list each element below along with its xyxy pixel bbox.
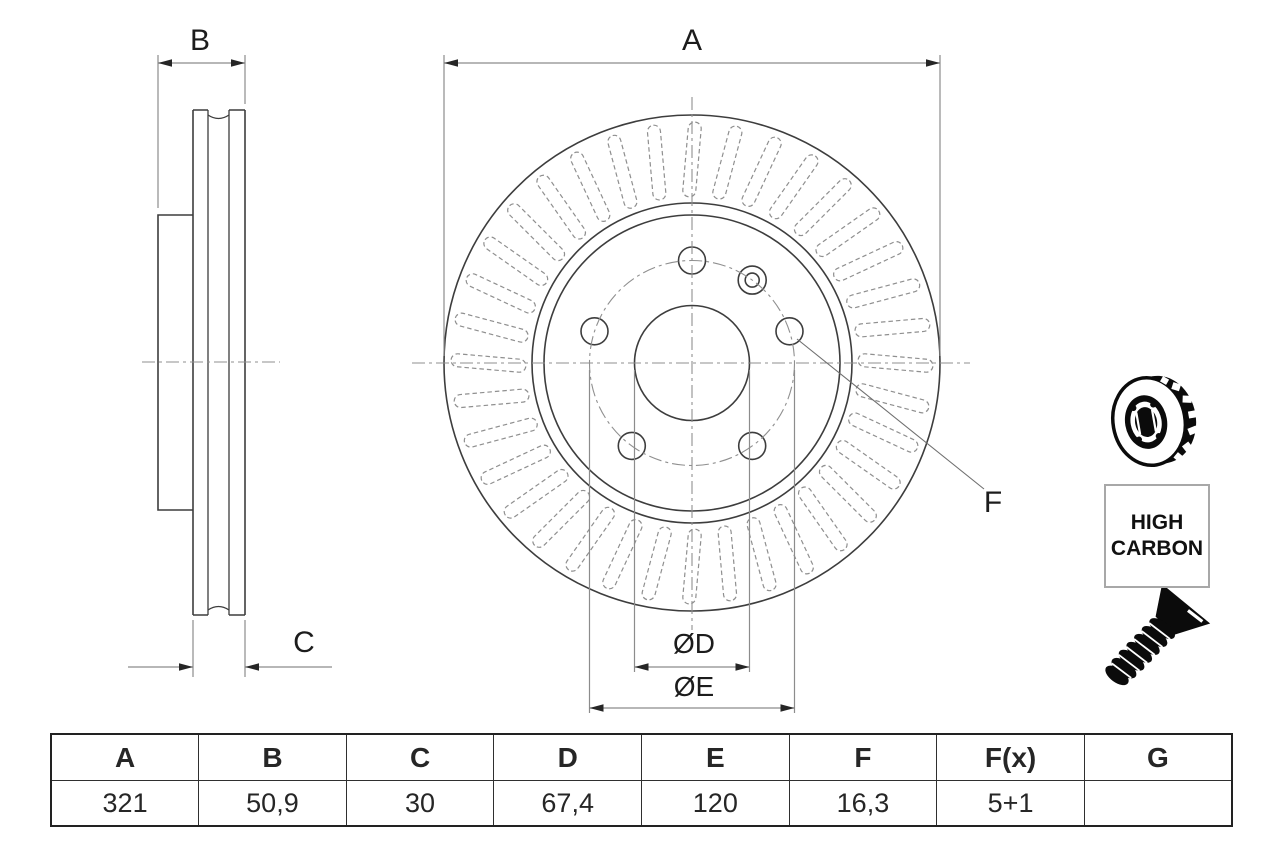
table-value: 30 (345, 780, 495, 827)
vent-slot (463, 417, 538, 448)
locating-hole-inner (744, 272, 761, 288)
table-header: C (345, 733, 495, 782)
vent-slot (682, 121, 702, 198)
vent-slot (833, 241, 904, 282)
dim-label-c: C (293, 626, 315, 659)
vent-slot (746, 517, 777, 592)
vent-slot (646, 124, 667, 201)
vent-slot (503, 468, 569, 519)
vent-slot (797, 486, 848, 552)
dim-label-f: F (983, 486, 1003, 519)
bolt-hole (617, 431, 647, 461)
dimension-arrowheads (158, 59, 940, 712)
table-value: 120 (641, 780, 790, 827)
locating-hole-outer (737, 265, 768, 295)
vent-slots (450, 121, 934, 605)
vent-slot (857, 353, 934, 373)
extension-lines (157, 55, 941, 713)
vent-slot (854, 317, 931, 338)
vent-slot (480, 444, 551, 485)
vent-slot (846, 278, 921, 309)
dim-label-diameter-d: ØD (673, 628, 715, 659)
vent-slot (483, 236, 549, 287)
table-header-row: A B C D E F F(x) G (50, 733, 1233, 782)
dim-label-diameter-e: ØE (673, 671, 715, 702)
dim-label-b: B (189, 24, 210, 57)
f-leader-line (796, 338, 985, 490)
vent-slot (465, 273, 536, 314)
table-value: 50,9 (198, 780, 347, 827)
front-view-centerlines (412, 97, 970, 630)
badge-line1: HIGH (1130, 511, 1184, 534)
table-header: F (788, 733, 938, 782)
bolt-circle (588, 259, 796, 467)
table-value: 67,4 (493, 780, 642, 827)
vent-slot (532, 489, 591, 548)
high-carbon-badge: HIGH CARBON (1104, 484, 1210, 588)
table-header: F(x) (936, 733, 1085, 782)
table-value: 321 (50, 780, 200, 827)
table-header: B (198, 733, 347, 782)
vent-slot (848, 412, 919, 453)
countersunk-screw-icon (1105, 584, 1211, 686)
table-header: A (50, 733, 200, 782)
vent-slot (453, 388, 530, 409)
table-header: D (493, 733, 642, 782)
bolt-hole (775, 316, 804, 346)
bolt-hole (737, 431, 767, 461)
vent-slot (815, 207, 881, 258)
vent-slot (741, 136, 782, 207)
table-value: 16,3 (788, 780, 938, 827)
vent-slot (450, 353, 527, 373)
vent-slot (570, 151, 611, 222)
vent-slot (536, 174, 587, 240)
vent-slot (773, 504, 814, 575)
table-header: G (1083, 733, 1233, 782)
table-value-row: 321 50,9 30 67,4 120 16,3 5+1 (50, 780, 1233, 827)
bolt-hole (580, 316, 609, 346)
vent-slot (793, 178, 852, 237)
dim-label-a: A (681, 24, 702, 57)
table-header: E (641, 733, 790, 782)
vent-slot (682, 528, 702, 605)
vent-slot (565, 506, 616, 572)
vent-slot (818, 464, 877, 523)
vent-slot (717, 525, 738, 602)
table-value (1083, 780, 1233, 827)
brake-disc-3d-icon (1111, 375, 1199, 468)
vent-slot (641, 526, 672, 601)
vent-slot (855, 383, 930, 414)
vent-slot (768, 154, 819, 220)
dimension-table: A B C D E F F(x) G 321 50,9 30 67,4 120 … (50, 733, 1233, 827)
vent-slot (507, 203, 566, 262)
table-value: 5+1 (936, 780, 1085, 827)
vent-slot (602, 519, 643, 590)
badge-line2: CARBON (1110, 537, 1204, 560)
vent-slot (454, 312, 529, 343)
dimension-lines (128, 62, 985, 709)
vent-slot (607, 134, 638, 209)
vent-slot (712, 125, 743, 200)
vent-slot (835, 439, 901, 490)
